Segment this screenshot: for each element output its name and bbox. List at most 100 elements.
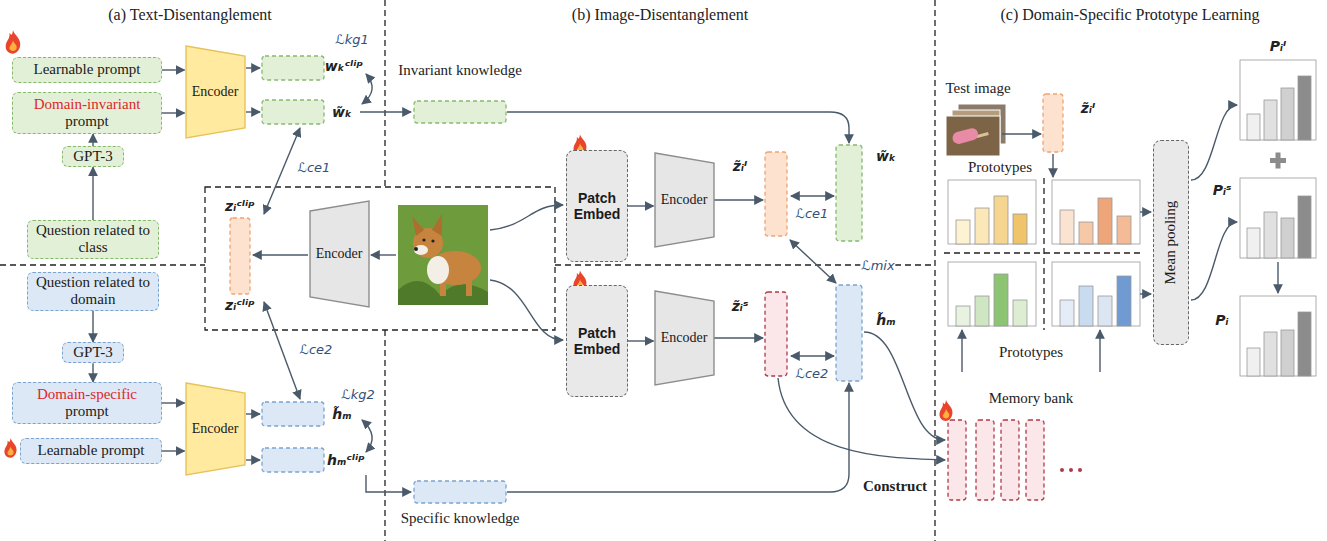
text-label: Construct <box>863 477 927 495</box>
trainable-flame <box>4 438 16 458</box>
flow-arrow <box>162 112 185 113</box>
image-encoder: Encoder <box>654 152 715 248</box>
feature-box <box>262 56 324 80</box>
loss-arrow <box>791 355 834 356</box>
math-symbol: zᵢᶜˡⁱᵖ <box>225 198 255 215</box>
loss-arrow <box>362 420 372 452</box>
bar <box>1298 196 1311 258</box>
divider-line <box>384 330 385 541</box>
question-box: Question related to class <box>27 220 159 259</box>
bar <box>1060 300 1074 326</box>
bar <box>1298 312 1311 376</box>
bar <box>1298 76 1311 140</box>
bar <box>956 220 970 244</box>
node-text: Encoder <box>192 421 239 437</box>
prompt-box: Domain-invariantprompt <box>12 92 162 134</box>
feature-box <box>765 292 787 376</box>
dog-photo <box>398 205 488 305</box>
chart-frame <box>948 262 1036 326</box>
loss-arrow <box>264 128 300 214</box>
node-text: prompt <box>65 403 108 420</box>
math-symbol: h̃ₘ <box>332 406 351 423</box>
arrow <box>1277 262 1278 293</box>
feature-box <box>765 152 787 236</box>
image-encoder: Encoder <box>654 290 715 386</box>
math-symbol: wₖᶜˡⁱᵖ <box>325 58 363 75</box>
knowledge-box <box>414 481 506 503</box>
encoder-outline <box>655 153 714 247</box>
encoder-outline <box>655 291 714 385</box>
bar <box>994 196 1008 244</box>
node-text: Learnable prompt <box>33 61 140 78</box>
divider-line <box>384 0 385 187</box>
loss-label: ℒmix <box>860 258 895 274</box>
node-text: Domain-invariant <box>34 96 141 113</box>
node-text: Encoder <box>192 84 239 100</box>
loss-label: ℒce1 <box>795 206 830 222</box>
arrow <box>778 378 945 460</box>
math-symbol: zᵢᶜˡⁱᵖ <box>225 297 255 314</box>
image-encoder: Encoder <box>309 200 370 308</box>
encoder-outline <box>186 383 245 475</box>
arrow <box>371 254 396 255</box>
bar <box>1281 218 1294 258</box>
arrow <box>246 111 260 112</box>
text-label: Prototypes <box>968 158 1032 176</box>
arrow <box>1191 105 1237 180</box>
section-title: (a) Text-Disentanglement <box>108 5 271 24</box>
node-text: Question related to class <box>34 222 152 257</box>
feature-box <box>262 100 324 124</box>
prototype-charts <box>948 60 1316 376</box>
bar <box>1098 198 1112 244</box>
knowledge-box <box>414 101 506 123</box>
memory-slot <box>948 420 966 500</box>
divider-line <box>1043 178 1044 330</box>
flow-arrow <box>628 340 654 341</box>
arrow <box>864 332 945 440</box>
bar <box>1264 212 1277 258</box>
dog-chest <box>427 256 449 284</box>
node-text: GPT-3 <box>73 344 112 361</box>
bar <box>994 274 1008 326</box>
section-divider <box>0 0 1144 541</box>
loss-label: ℒce2 <box>795 366 830 382</box>
bar <box>1117 216 1131 244</box>
chart-frame <box>1052 180 1140 244</box>
arrow <box>490 280 563 340</box>
dog-nose <box>414 247 418 251</box>
flow-arrow <box>162 402 185 403</box>
dog-ears <box>412 214 442 236</box>
node-text: Encoder <box>661 192 708 208</box>
loss-label: ℒkg1 <box>334 32 369 48</box>
node-text: GPT-3 <box>73 148 112 165</box>
math-symbol: Pᵢˢ <box>1213 182 1232 199</box>
loss-label: ℒce1 <box>297 160 332 176</box>
node-text: Domain-specific <box>37 386 137 403</box>
arrow <box>714 199 763 200</box>
bar <box>1247 114 1260 140</box>
text-label: Test image <box>945 79 1010 97</box>
node-text: Learnable prompt <box>37 442 144 459</box>
feature-box <box>230 218 250 294</box>
divider-line <box>944 252 1144 253</box>
bar <box>1247 228 1260 258</box>
node-text: Patch Embed <box>573 190 621 222</box>
dog-eye <box>431 239 434 242</box>
math-symbol: z̃ᵢᴵ <box>733 158 748 175</box>
dot <box>1060 468 1064 472</box>
bar <box>975 296 989 326</box>
popsicle <box>951 127 979 145</box>
bar <box>1264 100 1277 140</box>
node-text: Question related to domain <box>34 274 152 309</box>
node-text: Mean pooling <box>1162 201 1179 285</box>
feature-boxes <box>230 56 1063 503</box>
dog-eye <box>422 238 425 241</box>
divider-line <box>0 264 205 265</box>
feature-box <box>262 402 324 426</box>
math-symbol: z̃ᵢˢ <box>732 298 749 315</box>
text-label: Memory bank <box>989 389 1074 407</box>
chart-frame <box>1240 60 1316 140</box>
loss-label: ℒce2 <box>299 342 334 358</box>
arrow <box>490 205 563 230</box>
math-symbol: hₘᶜˡⁱᵖ <box>327 452 365 469</box>
